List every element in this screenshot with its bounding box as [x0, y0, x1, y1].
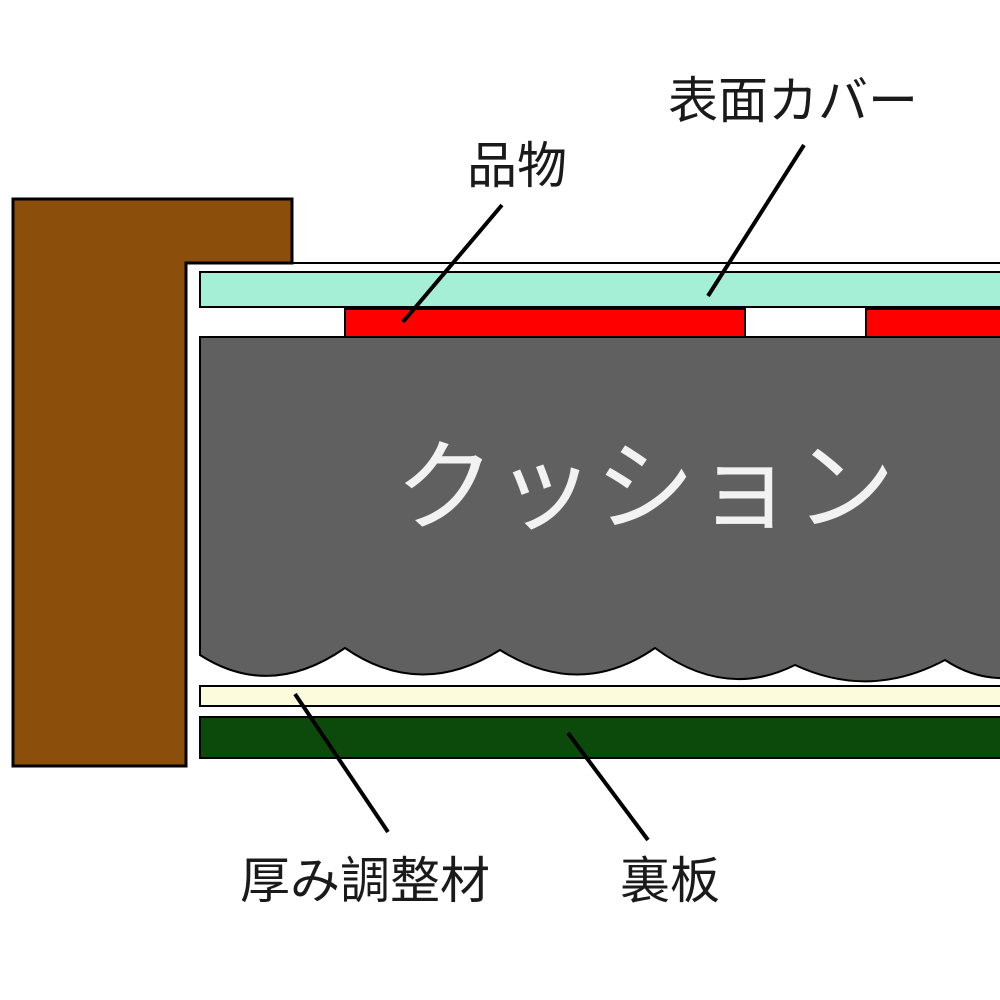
item-layer-right — [865, 308, 1000, 338]
cushion-layer — [199, 336, 1000, 683]
surface-cover-leader — [706, 143, 806, 298]
item-leader — [401, 203, 504, 324]
thickness-adjuster-label: 厚み調整材 — [240, 852, 490, 910]
thickness-adjuster-leader — [293, 692, 390, 834]
thickness-adjuster-layer — [199, 685, 1000, 707]
back-board-label: 裏板 — [620, 852, 720, 910]
item-label: 品物 — [467, 137, 567, 195]
surface-cover-layer — [199, 271, 1000, 308]
cushion-label: クッション — [395, 429, 895, 546]
back-board-layer — [199, 716, 1000, 759]
item-layer — [344, 308, 746, 338]
surface-cover-label: 表面カバー — [668, 72, 918, 130]
back-board-leader — [566, 731, 650, 842]
